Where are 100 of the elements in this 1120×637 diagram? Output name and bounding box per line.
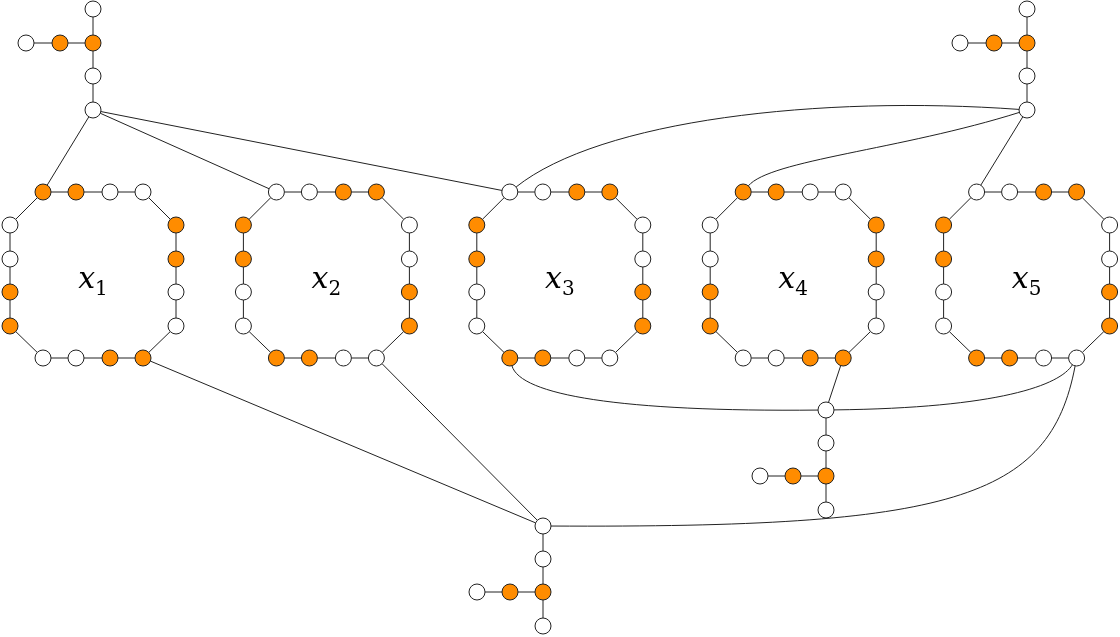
edge-line <box>1081 197 1105 220</box>
variable-label: x$_{3}$ <box>544 262 575 298</box>
edge-line <box>848 197 872 220</box>
edge-line <box>825 450 827 469</box>
edge-line <box>984 191 1003 193</box>
graph-vertex <box>67 349 85 367</box>
edge-line <box>50 357 69 359</box>
graph-vertex <box>167 283 185 301</box>
graph-vertex <box>634 317 652 335</box>
graph-vertex <box>1101 216 1119 234</box>
edge-line <box>515 105 1020 188</box>
graph-vertex <box>84 0 102 18</box>
edge-line <box>248 331 272 353</box>
graph-vertex <box>334 183 352 201</box>
edge-line <box>381 197 405 220</box>
graph-vertex <box>1035 349 1053 367</box>
graph-vertex <box>134 349 152 367</box>
graph-vertex <box>867 250 885 268</box>
edge-line <box>1026 50 1028 69</box>
edge-line <box>50 191 69 193</box>
edge-line <box>350 357 369 359</box>
edge-line <box>517 191 536 193</box>
edge-line <box>350 191 369 193</box>
graph-vertex <box>935 317 953 335</box>
edge-line <box>715 331 738 353</box>
graph-vertex <box>784 467 802 485</box>
graph-vertex <box>1018 34 1036 52</box>
edge-line <box>948 331 972 353</box>
edge-line <box>381 331 405 353</box>
graph-vertex <box>167 216 185 234</box>
graph-vertex <box>734 183 752 201</box>
edge-line <box>83 357 103 359</box>
graph-vertex <box>1018 101 1036 119</box>
graph-vertex <box>234 250 252 268</box>
graph-vertex <box>701 317 719 335</box>
edge-line <box>817 357 836 359</box>
edge-line <box>1026 16 1028 36</box>
edge-line <box>550 357 570 359</box>
graph-vertex <box>534 349 552 367</box>
graph-vertex <box>1018 67 1036 85</box>
edge-line <box>511 365 819 411</box>
edge-line <box>783 191 803 193</box>
variable-label: x$_{1}$ <box>78 262 108 298</box>
edge-line <box>46 116 90 186</box>
edge-line <box>1051 357 1070 359</box>
graph-vertex <box>400 216 418 234</box>
edge-line <box>149 360 537 524</box>
edge-line <box>381 363 538 521</box>
edge-line <box>767 475 786 477</box>
graph-vertex <box>267 183 285 201</box>
graph-vertex <box>1101 250 1119 268</box>
graph-vertex <box>468 317 486 335</box>
graph-vertex <box>267 349 285 367</box>
edge-line <box>117 357 136 359</box>
edge-line <box>9 266 11 285</box>
graph-vertex <box>834 183 852 201</box>
graph-vertex <box>534 550 552 568</box>
edge-line <box>1081 331 1105 353</box>
graph-vertex <box>767 349 785 367</box>
graph-vertex <box>751 467 769 485</box>
graph-vertex <box>34 349 52 367</box>
edge-line <box>584 357 603 359</box>
edge-line <box>175 266 177 285</box>
edge-line <box>715 197 739 220</box>
edge-line <box>99 112 270 190</box>
graph-vertex <box>568 349 586 367</box>
graph-vertex <box>534 183 552 201</box>
graph-vertex <box>968 349 986 367</box>
graph-vertex <box>367 349 385 367</box>
edge-line <box>550 191 570 193</box>
graph-vertex <box>1 283 19 301</box>
edge-line <box>92 50 94 69</box>
graph-vertex <box>801 183 819 201</box>
graph-vertex <box>400 283 418 301</box>
graph-vertex <box>867 317 885 335</box>
graph-vertex <box>468 250 486 268</box>
graph-vertex <box>534 517 552 535</box>
graph-vertex <box>234 216 252 234</box>
edge-line <box>542 566 544 585</box>
graph-vertex <box>367 183 385 201</box>
graph-vertex <box>867 283 885 301</box>
graph-vertex <box>534 617 552 635</box>
graph-vertex <box>701 250 719 268</box>
graph-vertex <box>17 34 35 52</box>
edge-line <box>1026 83 1028 103</box>
graph-vertex <box>101 349 119 367</box>
edge-line <box>482 331 505 353</box>
edge-line <box>517 591 536 593</box>
edge-line <box>984 357 1003 359</box>
graph-vertex <box>501 183 519 201</box>
edge-line <box>750 357 769 359</box>
edge-line <box>825 483 827 503</box>
graph-vertex <box>300 349 318 367</box>
graph-vertex <box>468 283 486 301</box>
graph-vertex <box>1101 317 1119 335</box>
graph-vertex <box>817 401 835 419</box>
edge-line <box>175 232 177 252</box>
graph-vertex <box>334 349 352 367</box>
edge-line <box>15 197 38 220</box>
graph-vertex <box>1001 183 1019 201</box>
